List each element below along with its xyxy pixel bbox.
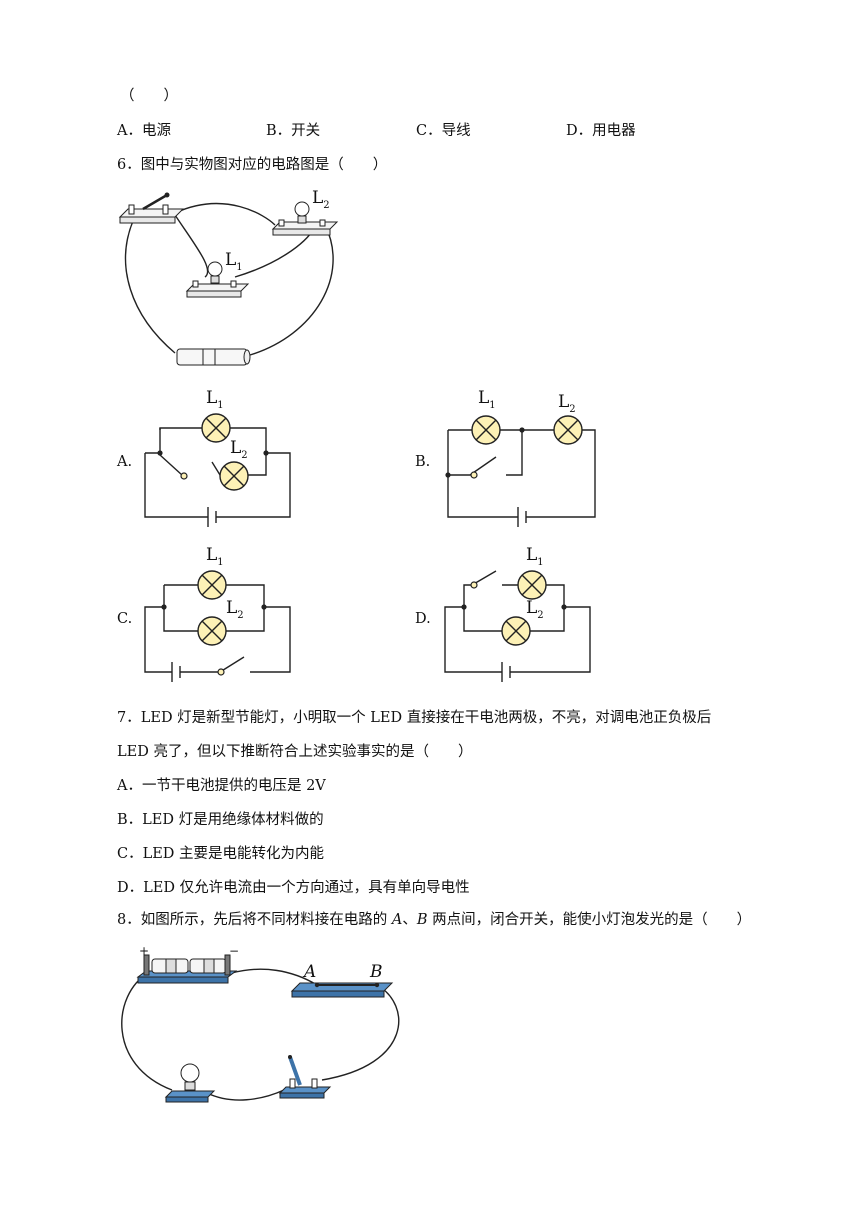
lamp-l2-symbol-icon [501, 616, 531, 646]
q7-stem-line-1: 7．LED 灯是新型节能灯，小明取一个 LED 直接接在干电池两极，不亮，对调电… [117, 710, 712, 726]
wire-switch-to-l2 [174, 202, 276, 226]
q6-physical-circuit-figure: L2 L1 [118, 188, 339, 366]
lamp-l1-symbol-icon [471, 415, 501, 445]
q6-option-a-letter[interactable]: A. [117, 454, 133, 470]
label-l1: L1 [526, 545, 544, 568]
label-l2: L2 [226, 598, 244, 621]
label-l2: L2 [526, 598, 544, 621]
q7-option-c[interactable]: C．LED 主要是电能转化为内能 [117, 846, 325, 862]
switch-pivot-icon [180, 472, 188, 480]
lamp-physical-icon [164, 1063, 216, 1103]
lamp-l1-physical-icon [185, 261, 250, 298]
q7-option-d[interactable]: D．LED 仅允许电流由一个方向通过，具有单向导电性 [117, 880, 470, 896]
wire-switch-to-l1 [174, 214, 209, 278]
q6-option-a-circuit[interactable]: L1 L2 [140, 385, 300, 527]
lamp-l2-symbol-icon [553, 415, 583, 445]
q5-option-d[interactable]: D．用电器 [566, 123, 636, 139]
q6-option-c-letter[interactable]: C. [117, 611, 133, 627]
label-l2: L2 [230, 438, 248, 461]
label-l2: L2 [558, 392, 576, 415]
wire-switch-to-battery [124, 220, 176, 354]
wire-b-to-switch [321, 984, 400, 1081]
q6-option-c-circuit[interactable]: L1 L2 [140, 545, 300, 695]
photo-label-l2: L2 [312, 188, 330, 211]
label-l1: L1 [206, 388, 224, 411]
plus-sign: + [139, 944, 149, 958]
lamp-l2-physical-icon [271, 201, 339, 236]
q5-answer-parenthesis: （ ） [120, 88, 178, 104]
switch-pivot-icon [470, 581, 478, 589]
point-a-label: A [302, 962, 316, 982]
q6-option-d-circuit[interactable]: L1 L2 [440, 545, 600, 695]
material-board-icon [290, 982, 394, 998]
q5-option-b[interactable]: B．开关 [266, 123, 321, 139]
label-l1: L1 [478, 388, 496, 411]
q8-stem: 8．如图所示，先后将不同材料接在电路的 A、B 两点间，闭合开关，能使小灯泡发光… [117, 912, 752, 928]
minus-sign: − [229, 944, 239, 958]
battery-holder-icon [136, 954, 238, 984]
wire-l2-to-battery [249, 224, 334, 356]
wire-battery-to-lamp [121, 972, 173, 1091]
point-b-label: B [369, 962, 383, 982]
wire-battery-to-a [231, 968, 318, 986]
q5-option-a[interactable]: A．电源 [117, 123, 171, 139]
lamp-l1-symbol-icon [197, 570, 227, 600]
q7-stem-line-2: LED 亮了，但以下推断符合上述实验事实的是（ ） [117, 744, 473, 760]
q6-option-b-circuit[interactable]: L1 L2 [440, 385, 605, 527]
q7-option-a[interactable]: A．一节干电池提供的电压是 2V [117, 778, 326, 794]
lamp-l2-symbol-icon [197, 616, 227, 646]
q6-option-d-letter[interactable]: D. [415, 611, 431, 627]
switch-pivot-icon [217, 668, 225, 676]
battery-physical-icon [176, 348, 251, 366]
q6-stem: 6．图中与实物图对应的电路图是（ ） [117, 157, 388, 173]
photo-label-l1: L1 [225, 250, 243, 273]
lamp-l2-symbol-icon [219, 461, 249, 491]
knife-switch-icon [278, 1055, 332, 1099]
q7-option-b[interactable]: B．LED 灯是用绝缘体材料做的 [117, 812, 324, 828]
lamp-l1-symbol-icon [517, 570, 547, 600]
label-l1: L1 [206, 545, 224, 568]
switch-pivot-icon [470, 471, 478, 479]
q8-circuit-figure: + − A B [121, 944, 400, 1103]
knife-switch-icon [118, 192, 185, 224]
q5-option-c[interactable]: C．导线 [416, 123, 471, 139]
lamp-l1-symbol-icon [201, 413, 231, 443]
q6-option-b-letter[interactable]: B. [415, 454, 431, 470]
wire-lamp-to-switch [206, 1089, 285, 1101]
